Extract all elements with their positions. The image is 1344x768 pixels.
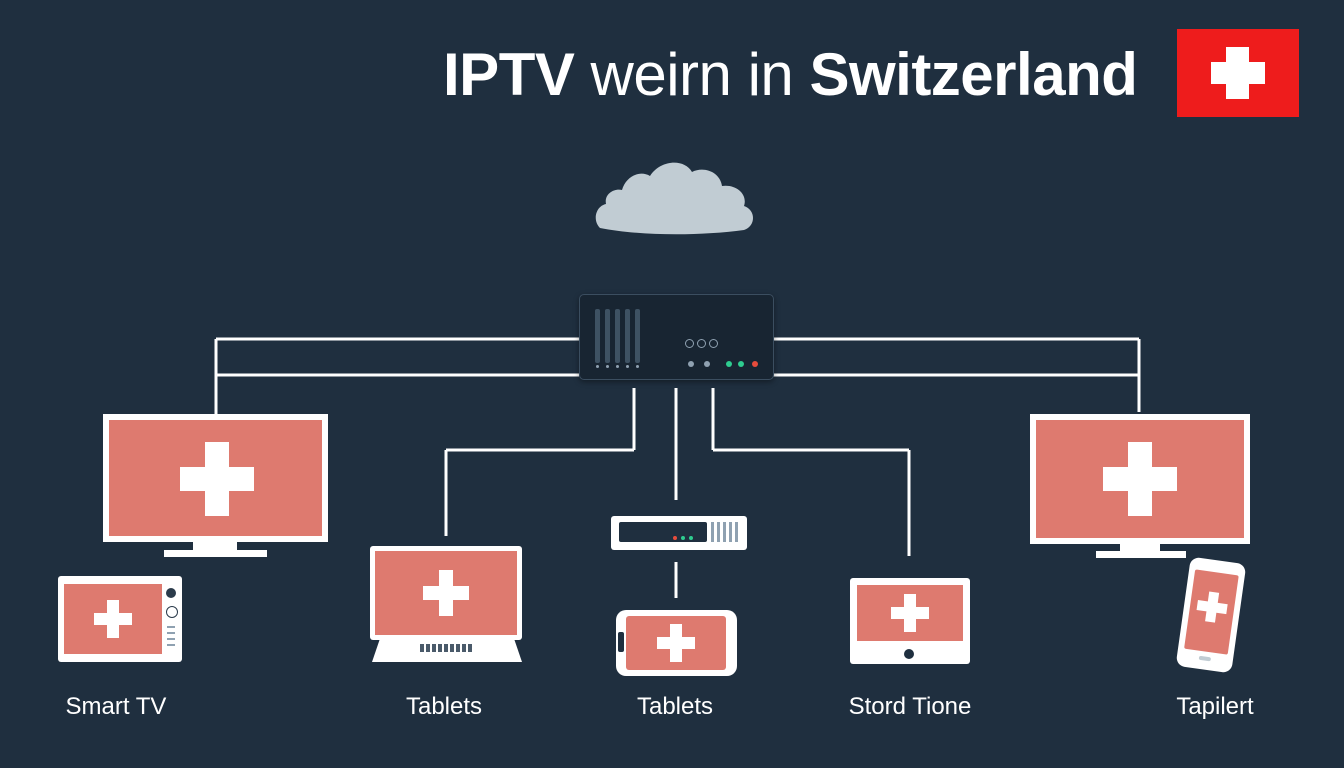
device-label-tapilert: Tapilert xyxy=(1176,693,1254,720)
title-part-n: n xyxy=(760,41,794,108)
smart-tv-device xyxy=(58,576,182,662)
router-icon xyxy=(579,294,774,380)
home-button xyxy=(904,649,914,659)
right-monitor-stand xyxy=(1120,544,1160,552)
swiss-cross-icon xyxy=(94,600,132,638)
swiss-cross-icon xyxy=(891,594,929,632)
page-title: IPTV weirn in Switzerland xyxy=(443,40,1163,110)
swiss-cross-icon xyxy=(180,442,254,516)
right-monitor xyxy=(1030,414,1250,544)
device-label-tablets-2: Tablets xyxy=(636,693,714,720)
title-part-weirn: weirn i xyxy=(590,41,761,108)
device-label-tablets-1: Tablets xyxy=(405,693,483,720)
set-top-box-icon xyxy=(611,516,747,550)
swiss-cross-icon xyxy=(1195,590,1229,624)
laptop-device xyxy=(370,546,522,640)
title-part-iptv: IPTV xyxy=(443,41,575,108)
right-monitor-base xyxy=(1096,551,1186,558)
tablet-device-2 xyxy=(850,578,970,664)
left-monitor xyxy=(103,414,328,542)
cloud-icon xyxy=(595,162,753,235)
device-label-smart-tv: Smart TV xyxy=(65,693,167,720)
title-part-switzerland: Switzerland xyxy=(809,41,1138,108)
swiss-cross-icon xyxy=(423,570,469,616)
laptop-keyboard xyxy=(372,640,522,662)
swiss-cross-icon xyxy=(657,624,695,662)
left-monitor-stand xyxy=(193,542,237,550)
device-label-stord-tione: Stord Tione xyxy=(848,693,972,720)
tablet-device xyxy=(616,610,737,676)
left-monitor-base xyxy=(164,550,267,557)
swiss-cross-icon xyxy=(1103,442,1177,516)
swiss-flag-icon xyxy=(1177,29,1299,117)
